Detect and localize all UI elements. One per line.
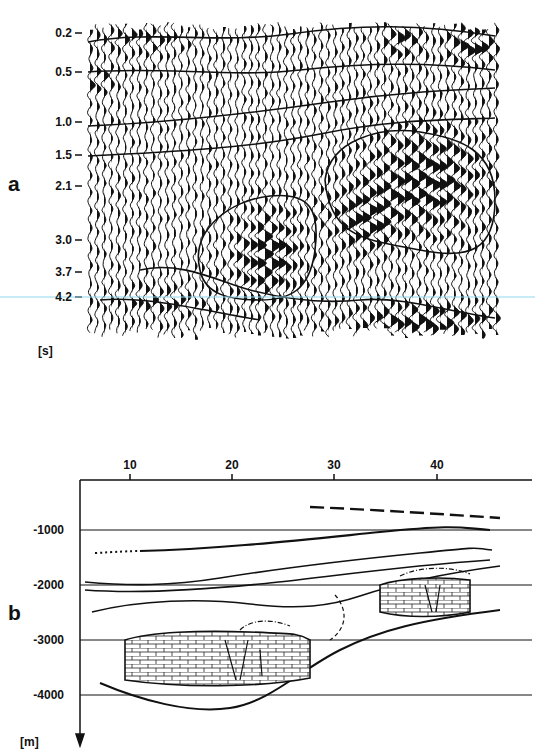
seismic-traces (87, 22, 500, 339)
time-tick: 1.5 (55, 149, 72, 161)
distance-tick: 40 (430, 459, 443, 471)
trace-wiggle (150, 24, 158, 330)
trace-wiggle (228, 28, 234, 334)
distance-tick: 10 (123, 459, 136, 471)
scan-line (0, 297, 535, 298)
trace-wiggle (408, 27, 420, 333)
trace-fill (181, 26, 186, 338)
trace-wiggle (332, 25, 340, 331)
time-tick: 3.0 (55, 234, 72, 246)
trace-wiggle (479, 29, 489, 338)
trace-wiggle (108, 24, 114, 330)
trace-wiggle (283, 26, 292, 338)
trace-wiggle (359, 28, 371, 328)
trace-wiggle (241, 26, 250, 332)
trace-wiggle (394, 26, 405, 332)
trace-wiggle (101, 28, 109, 337)
section-frame (76, 474, 532, 746)
reef-bodies (125, 578, 470, 686)
trace-wiggle (157, 26, 164, 338)
trace-fill (188, 27, 191, 330)
trace-wiggle (136, 30, 143, 333)
trace-wiggle (416, 24, 427, 336)
trace-wiggle (387, 23, 399, 335)
trace-wiggle (325, 25, 332, 337)
trace-fill (475, 28, 483, 334)
trace-wiggle (164, 22, 172, 334)
trace-fill (384, 22, 391, 328)
trace-fill (321, 23, 324, 332)
distance-tick: 20 (225, 459, 238, 471)
tick-marks (75, 33, 82, 297)
trace-wiggle (401, 26, 413, 338)
trace-fill (440, 27, 448, 330)
horizons (88, 27, 495, 320)
time-tick: 3.7 (55, 266, 72, 278)
trace-wiggle (213, 29, 219, 329)
trace-wiggle (234, 29, 242, 338)
distance-tick: 30 (327, 459, 340, 471)
trace-wiggle (436, 27, 448, 330)
trace-wiggle (353, 27, 364, 336)
time-tick: 4.2 (55, 291, 72, 303)
panel-letter: b (8, 602, 21, 623)
trace-wiggle (129, 28, 137, 331)
depth-tick: -3000 (33, 634, 64, 646)
trace-wiggle (311, 27, 317, 336)
axis-unit: [s] (38, 345, 53, 357)
trace-wiggle (458, 23, 470, 335)
trace-wiggle (185, 27, 191, 330)
trace-wiggle (471, 28, 483, 334)
trace-wiggle (87, 30, 95, 333)
time-tick: 1.0 (55, 116, 72, 128)
trace-wiggle (304, 28, 309, 331)
time-tick: 0.5 (55, 66, 72, 78)
depth-tick: -1000 (33, 524, 64, 536)
trace-wiggle (200, 25, 206, 331)
depth-tick: -4000 (33, 689, 64, 701)
trace-wiggle (381, 22, 391, 328)
panel-letter: a (8, 173, 20, 194)
trace-wiggle (178, 26, 186, 338)
depth-tick: -2000 (33, 579, 64, 591)
trace-fill (482, 29, 489, 338)
time-tick: 2.1 (55, 180, 72, 192)
trace-fill (300, 27, 304, 336)
interpreted-horizons (85, 507, 500, 709)
axis-unit: [m] (20, 736, 39, 748)
trace-wiggle (143, 23, 150, 329)
trace-wiggle (319, 23, 325, 332)
trace-wiggle (429, 23, 441, 335)
time-tick: 0.2 (55, 27, 72, 39)
trace-wiggle (276, 22, 287, 337)
